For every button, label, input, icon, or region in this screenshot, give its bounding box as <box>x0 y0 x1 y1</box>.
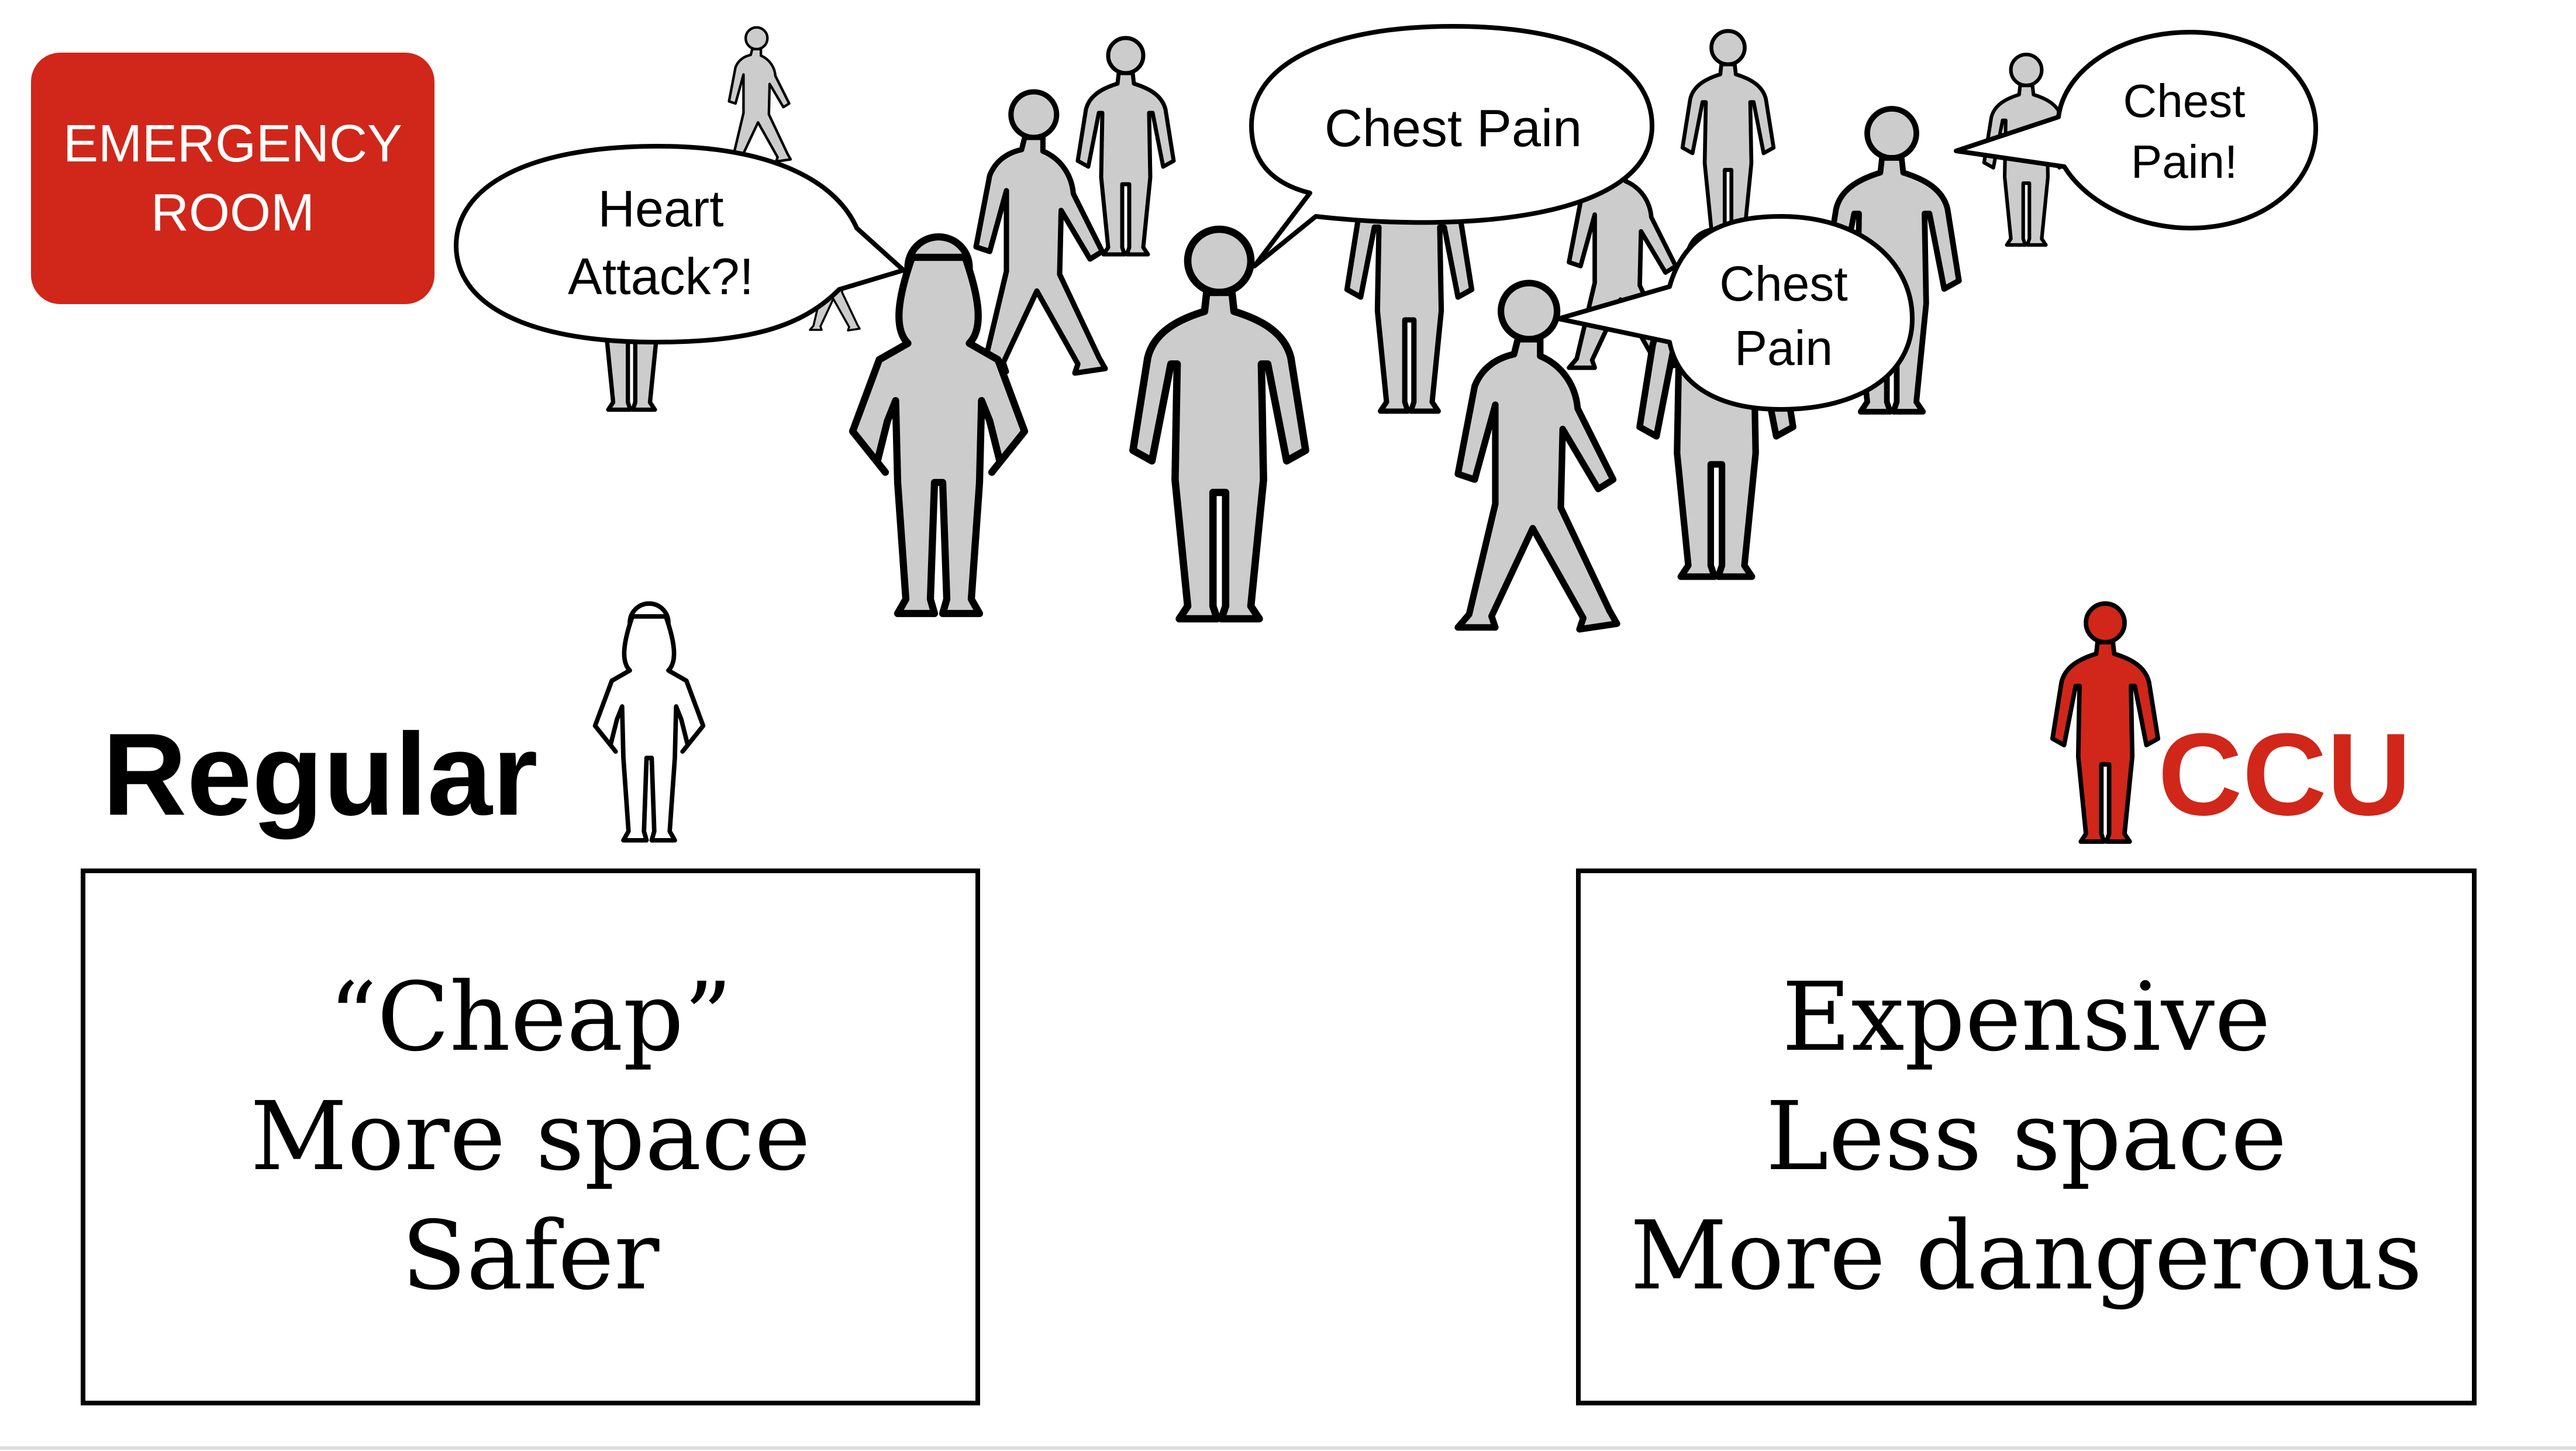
standing-person-icon <box>1682 31 1774 237</box>
crowd-front <box>853 229 1617 629</box>
bubble-line-2: Pain! <box>2130 136 2238 188</box>
chest-pain-right-text: Chest Pain <box>1672 246 1895 386</box>
ccu-heading: CCU <box>2158 709 2412 840</box>
bubble-line-2: Pain <box>1734 320 1833 375</box>
emergency-room-sign: EMERGENCY ROOM <box>31 53 434 304</box>
chest-pain-top-bubble <box>1249 24 1654 268</box>
regular-line-1: “Cheap” <box>328 963 733 1073</box>
chest-pain-right-bubble <box>1556 214 1915 412</box>
regular-line-2: More space <box>250 1082 811 1192</box>
bubble-line-1: Chest <box>2123 75 2246 127</box>
bubble-line-1: Chest <box>1719 256 1848 311</box>
ccu-patient-icon <box>2053 604 2158 842</box>
regular-heading: Regular <box>102 709 538 840</box>
ccu-line-1: Expensive <box>1782 963 2271 1073</box>
chest-pain-far-bubble <box>1954 30 2318 230</box>
bubble-line-2: Attack?! <box>568 247 754 305</box>
regular-box: “Cheap” More space Safer <box>81 868 980 1405</box>
ccu-patient <box>2053 604 2158 842</box>
bubble-line-1: Chest Pain <box>1324 99 1582 158</box>
bubble-line-1: Heart <box>598 180 724 237</box>
heart-attack-bubble <box>454 144 906 344</box>
regular-patient <box>595 604 704 840</box>
regular-line-3: Safer <box>401 1201 660 1311</box>
speech-bubbles <box>454 24 2318 412</box>
chest-pain-far-text: Chest Pain! <box>2073 64 2295 199</box>
chest-pain-top-text: Chest Pain <box>1269 76 1637 181</box>
heart-attack-text: Heart Attack?! <box>485 167 836 319</box>
standing-person-icon <box>1078 38 1174 254</box>
ccu-box: Expensive Less space More dangerous <box>1576 868 2477 1405</box>
ccu-line-2: Less space <box>1765 1082 2287 1192</box>
sign-line-1: EMERGENCY <box>63 115 403 173</box>
walking-person-icon <box>729 27 791 161</box>
regular-patient-icon <box>595 604 704 840</box>
standing-person-icon <box>1133 229 1305 619</box>
ccu-line-3: More dangerous <box>1630 1201 2423 1311</box>
sign-line-2: ROOM <box>151 184 315 242</box>
